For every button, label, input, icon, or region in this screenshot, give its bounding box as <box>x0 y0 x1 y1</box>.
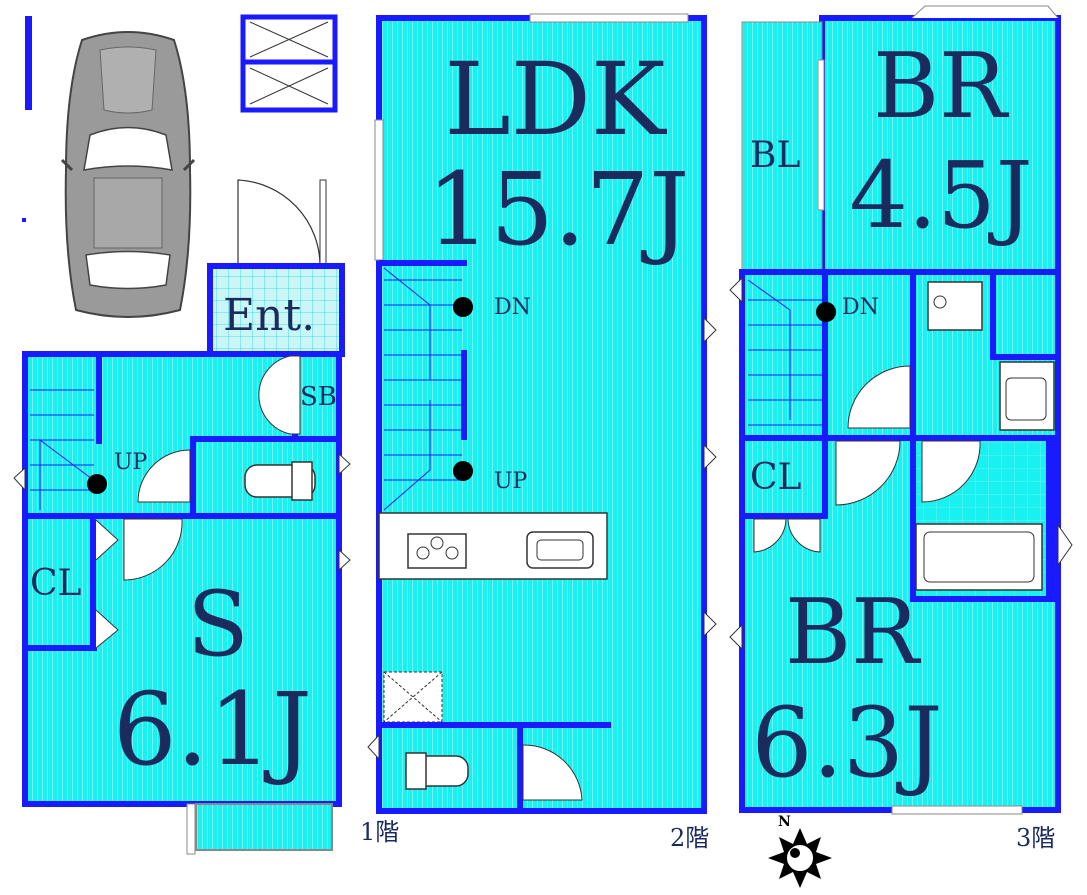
floor-1 <box>13 14 351 855</box>
car-icon <box>60 31 196 318</box>
br-top-size: 4.5J <box>849 142 1033 249</box>
closet-label-3f: CL <box>750 457 802 498</box>
washbasin-icon <box>999 361 1055 431</box>
bl-label: BL <box>750 135 801 176</box>
entrance-area <box>207 263 345 357</box>
up-marker <box>453 461 473 481</box>
floor-3-label: 3階 <box>1016 824 1056 852</box>
bathtub-icon <box>915 523 1043 591</box>
floor-3 <box>729 5 1073 815</box>
ldk-size: 15.7J <box>426 151 690 268</box>
stairs-2f <box>383 267 462 511</box>
dn-label-3f: DN <box>842 295 879 320</box>
dn-marker <box>816 302 836 322</box>
br-top-name: BR <box>873 34 1007 139</box>
washing-machine-icon <box>927 281 983 331</box>
toilet-icon <box>244 461 316 501</box>
closet-label: CL <box>30 563 82 604</box>
entrance-door[interactable] <box>237 179 321 267</box>
entrance-label: Ent. <box>223 290 316 341</box>
floor-1-label: 1階 <box>360 818 400 846</box>
dn-marker <box>453 297 473 317</box>
dn-label: DN <box>494 295 531 320</box>
compass-north-label: N <box>778 814 791 830</box>
sink-icon <box>526 531 594 569</box>
stairs-3f <box>747 279 824 426</box>
floor-2 <box>367 13 717 814</box>
balcony-1f <box>195 803 333 851</box>
ldk-name: LDK <box>444 41 666 158</box>
bl-closet <box>741 21 823 273</box>
br-bottom-name: BR <box>785 580 919 685</box>
up-label-2f: UP <box>494 469 528 494</box>
window-boxes <box>240 14 338 113</box>
s-room-size: 6.1J <box>112 671 313 788</box>
up-marker <box>87 474 107 494</box>
compass-icon <box>768 828 832 888</box>
stove-icon <box>407 533 467 569</box>
floor-2-label: 2階 <box>670 824 710 852</box>
up-label: UP <box>114 450 148 475</box>
stairs-1f <box>30 389 97 510</box>
s-room-name: S <box>187 572 249 677</box>
shoe-box-label: SB <box>300 382 337 412</box>
toilet-icon <box>405 752 469 790</box>
br-bottom-size: 6.3J <box>751 687 943 799</box>
gate-post <box>25 16 32 110</box>
